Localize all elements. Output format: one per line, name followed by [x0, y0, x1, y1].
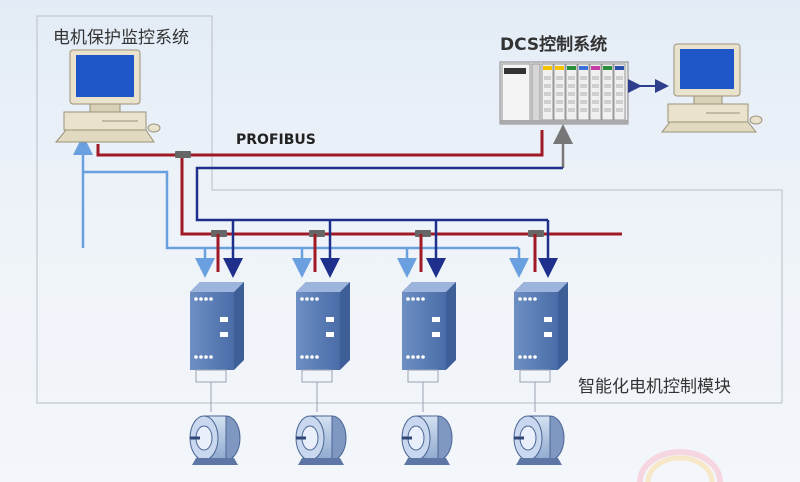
- bus-connector: [415, 230, 431, 237]
- motor-control-module-icon: [296, 282, 350, 412]
- profibus-label: PROFIBUS: [236, 132, 316, 148]
- profibus-line: [180, 155, 622, 236]
- monitoring-system-label: 电机保护监控系统: [53, 28, 189, 48]
- module-row: [189, 282, 568, 465]
- bus-connector: [528, 230, 544, 237]
- system-boundary: [36, 15, 783, 404]
- dcs-computer-icon: [660, 43, 763, 133]
- motor-icon: [513, 415, 565, 465]
- bus-connector: [309, 230, 325, 237]
- profibus-line: [96, 130, 544, 157]
- motor-icon: [295, 415, 347, 465]
- monitor-link-line: [83, 170, 519, 250]
- motor-icon: [401, 415, 453, 465]
- motor-control-module-icon: [402, 282, 456, 412]
- smart-modules-label: 智能化电机控制模块: [578, 377, 731, 397]
- rainbow-decoration: [637, 449, 723, 482]
- dcs-system-label: DCS控制系统: [500, 35, 608, 55]
- dcs-network-line: [195, 166, 563, 222]
- bus-connector: [211, 230, 227, 237]
- rainbow-decoration: [645, 455, 715, 482]
- monitor-computer-icon: [54, 49, 161, 143]
- motor-control-module-icon: [514, 282, 568, 412]
- motor-icon: [189, 415, 241, 465]
- module-drops: [195, 220, 558, 278]
- motor-control-module-icon: [190, 282, 244, 412]
- bus-connector: [175, 151, 191, 158]
- plc-rack-icon: [499, 61, 629, 125]
